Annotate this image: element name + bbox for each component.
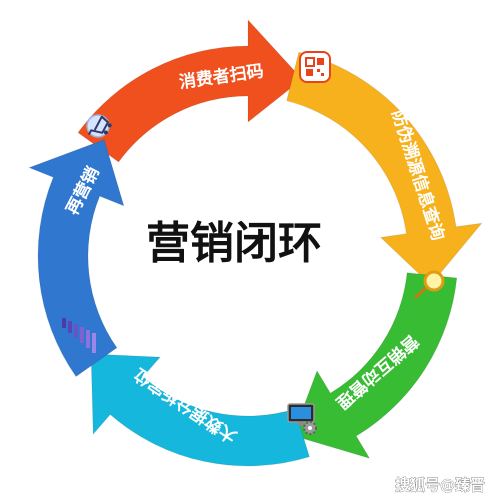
center-title: 营销闭环 bbox=[146, 218, 322, 269]
ring-segment-traceability-query bbox=[286, 51, 483, 286]
watermark: 搜狐号@臻晋 bbox=[395, 476, 485, 494]
qr-code-icon bbox=[299, 51, 331, 83]
magnifier-icon bbox=[414, 270, 445, 299]
ring-segment-consumer-scan bbox=[77, 18, 303, 163]
ring-segment-marketing-interaction bbox=[292, 272, 458, 460]
bar-chart-icon bbox=[62, 318, 96, 353]
shopping-cart-icon bbox=[86, 114, 112, 138]
ring-segment-remarketing bbox=[27, 138, 125, 378]
monitor-gear-icon bbox=[287, 403, 317, 435]
ring-segment-big-data-positioning bbox=[90, 353, 311, 467]
